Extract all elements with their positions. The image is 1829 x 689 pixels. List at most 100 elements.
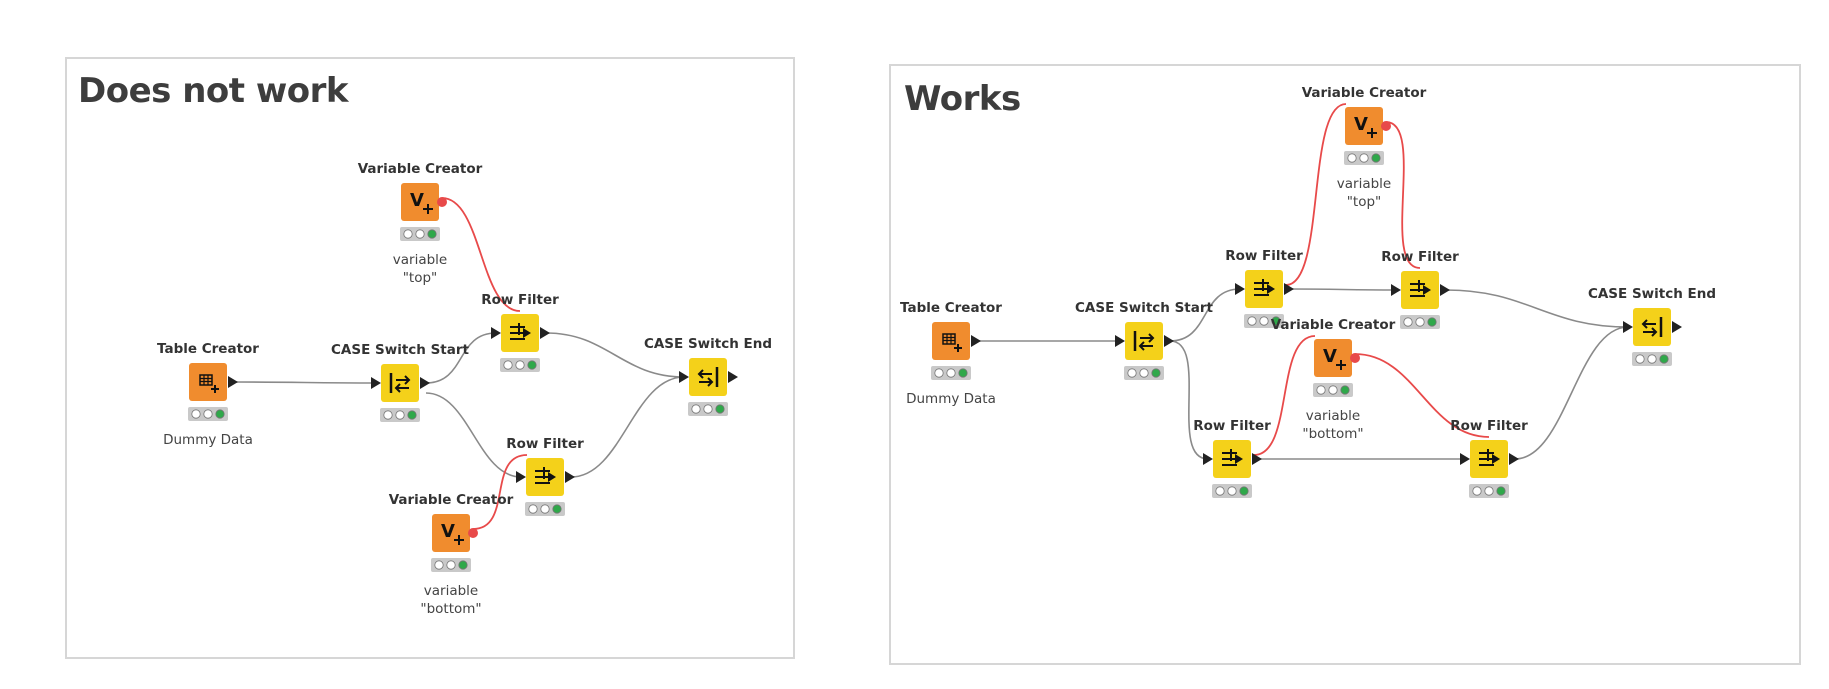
node-body[interactable] <box>689 358 727 396</box>
status-light-off <box>1647 354 1657 364</box>
node-rowfilter[interactable]: Row Filter <box>1450 418 1528 498</box>
output-port <box>1284 283 1294 295</box>
node-body[interactable] <box>1314 339 1352 377</box>
status-light-off <box>1403 317 1413 327</box>
data-connection <box>1169 340 1209 460</box>
table-grid-lines-icon <box>943 334 955 344</box>
arrow-left-icon <box>697 369 712 379</box>
node-rowfilter[interactable]: Row Filter <box>1193 418 1271 498</box>
node-label: CASE Switch End <box>644 336 772 352</box>
plus-icon <box>423 204 433 214</box>
status-light-off <box>1247 316 1257 326</box>
status-light-green <box>215 409 225 419</box>
output-port <box>565 471 575 483</box>
status-light-off <box>1139 368 1149 378</box>
data-connection <box>425 392 522 478</box>
panel-title-does-not-work: Does not work <box>78 71 349 111</box>
node-label: Variable Creator <box>358 161 483 177</box>
status-light-off <box>515 360 525 370</box>
data-connection <box>1169 288 1241 342</box>
node-caseEnd[interactable]: CASE Switch End <box>644 336 772 416</box>
input-port <box>1623 321 1633 333</box>
node-label: Row Filter <box>1450 418 1528 434</box>
node-annotation: "bottom" <box>420 601 481 617</box>
filter-lines-icon <box>535 470 550 484</box>
status-light-green <box>552 504 562 514</box>
node-body[interactable] <box>401 183 439 221</box>
node-annotation: Dummy Data <box>906 391 996 407</box>
input-port <box>371 377 381 389</box>
output-port <box>728 371 738 383</box>
status-light-off <box>1359 153 1369 163</box>
input-port <box>1203 453 1213 465</box>
node-label: Table Creator <box>157 341 259 357</box>
status-light-green <box>1659 354 1669 364</box>
node-label: Row Filter <box>481 292 559 308</box>
status-light-off <box>1472 486 1482 496</box>
variable-connection <box>1285 103 1347 286</box>
node-annotation: variable <box>1337 176 1391 192</box>
status-light-green <box>427 229 437 239</box>
node-body[interactable] <box>1345 107 1383 145</box>
status-light-off <box>403 229 413 239</box>
filter-arrow-icon <box>1492 454 1500 464</box>
node-rowfilter[interactable]: Row Filter <box>1225 248 1303 328</box>
input-port <box>1115 335 1125 347</box>
output-port <box>1672 321 1682 333</box>
status-light-green <box>527 360 537 370</box>
input-port <box>516 471 526 483</box>
node-rowfilter[interactable]: Row Filter <box>506 436 584 516</box>
output-port <box>228 376 238 388</box>
filter-arrow-icon <box>523 328 531 338</box>
status-light-green <box>1496 486 1506 496</box>
node-annotation: variable <box>1306 408 1360 424</box>
plus-icon <box>454 535 464 545</box>
table-grid-icon <box>199 374 213 386</box>
data-connection <box>1514 326 1629 460</box>
arrow-right-icon <box>1643 327 1658 337</box>
plus-icon <box>1336 360 1346 370</box>
status-light-off <box>1215 486 1225 496</box>
status-light-green <box>958 368 968 378</box>
arrow-left-icon <box>394 383 409 393</box>
node-label: Table Creator <box>900 300 1002 316</box>
input-port <box>491 327 501 339</box>
output-port <box>420 377 430 389</box>
output-port <box>1509 453 1519 465</box>
node-label: CASE Switch End <box>1588 286 1716 302</box>
node-rowfilter[interactable]: Row Filter <box>1381 249 1459 329</box>
node-body[interactable] <box>432 514 470 552</box>
status-light-off <box>1347 153 1357 163</box>
variable-v-icon: V <box>1323 346 1337 367</box>
filter-arrow-icon <box>548 472 556 482</box>
data-connection <box>425 332 497 384</box>
node-caseStart[interactable]: CASE Switch Start <box>1075 300 1214 380</box>
input-port <box>1460 453 1470 465</box>
variable-connection <box>1253 335 1316 456</box>
node-caseEnd[interactable]: CASE Switch End <box>1588 286 1716 366</box>
status-light-green <box>1271 316 1281 326</box>
node-body[interactable] <box>1125 322 1163 360</box>
node-body[interactable] <box>381 364 419 402</box>
node-body[interactable] <box>1633 308 1671 346</box>
node-label: Variable Creator <box>389 492 514 508</box>
node-caseStart[interactable]: CASE Switch Start <box>331 342 470 422</box>
node-rowfilter[interactable]: Row Filter <box>481 292 559 372</box>
filter-lines-icon <box>510 326 525 340</box>
table-grid-icon <box>942 333 956 345</box>
arrow-right-icon <box>1140 333 1155 343</box>
filter-lines-icon <box>1222 452 1237 466</box>
input-port <box>1391 284 1401 296</box>
output-port <box>540 327 550 339</box>
status-light-green <box>1340 385 1350 395</box>
variable-v-icon: V <box>1354 114 1368 135</box>
input-port <box>679 371 689 383</box>
filter-lines-icon <box>1479 452 1494 466</box>
